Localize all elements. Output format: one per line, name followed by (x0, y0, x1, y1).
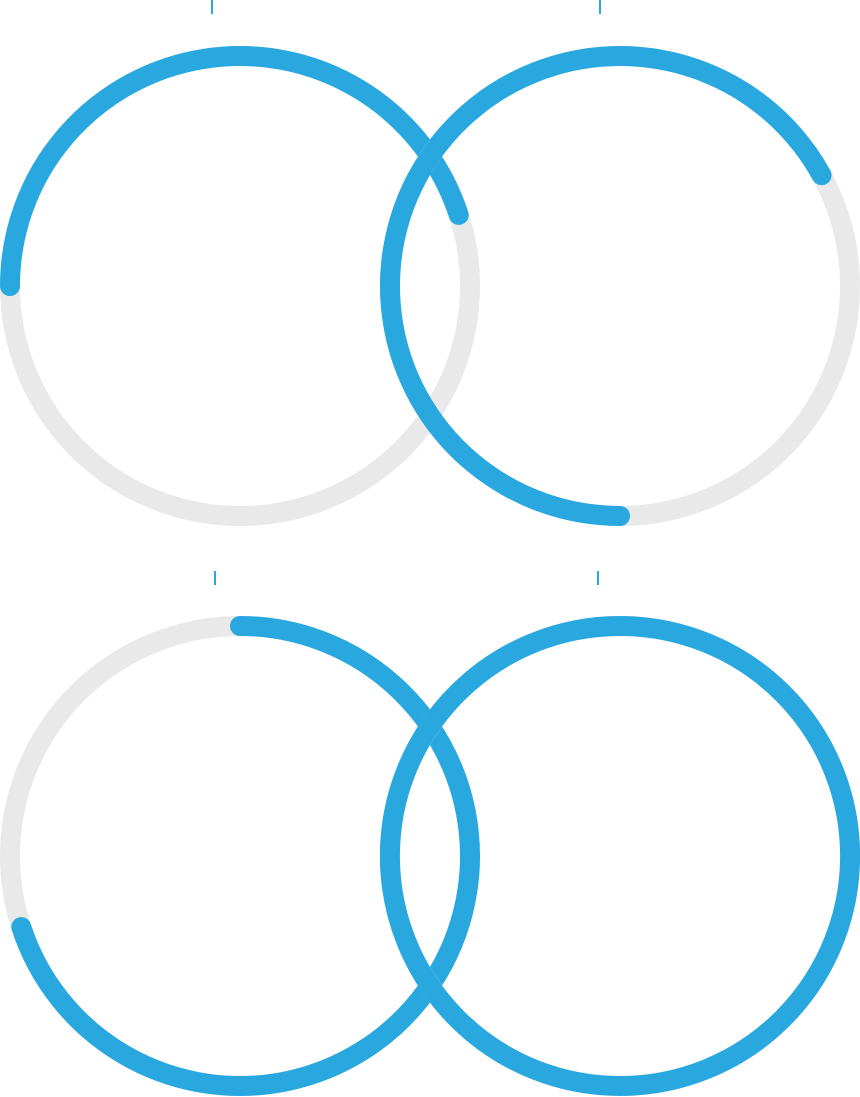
ring-bottom-left (0, 616, 480, 1096)
ring-progress-arc (380, 616, 860, 1097)
ring-progress-arc (0, 46, 469, 296)
ring-top-left (0, 46, 480, 526)
ring-top-right (380, 46, 860, 526)
ring-progress-arc (380, 46, 832, 526)
ring-bottom-right (380, 616, 860, 1097)
